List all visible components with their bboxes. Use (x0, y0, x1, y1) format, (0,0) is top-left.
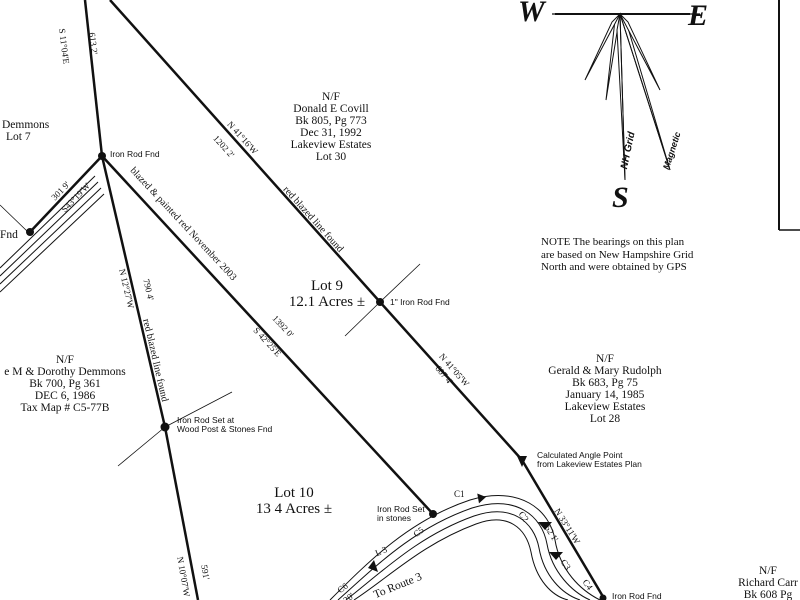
owner-nf: N/F (759, 565, 777, 577)
owner-book: Bk 608 Pg (743, 589, 793, 600)
owner-book: Bk 683, Pg 75 (572, 377, 638, 390)
owner-date: Dec 31, 1992 (300, 127, 362, 140)
road-curves (329, 495, 601, 600)
owner-lot: Lot 28 (589, 413, 621, 426)
owner-carr: N/F Richard Carr Bk 608 Pg (736, 565, 800, 600)
owner-subdivision: Lakeview Estates (564, 401, 646, 414)
iron-rod-marker (599, 594, 607, 600)
left-road (0, 175, 105, 293)
iron-rod-marker (376, 298, 384, 306)
owner-lot: Lot 30 (315, 151, 347, 164)
monument-label: 1" Iron Rod Fnd (390, 297, 450, 307)
lot-name: Lot 9 (310, 278, 344, 294)
owner-demmons: N/F e M & Dorothy Demmons Bk 700, Pg 361… (0, 354, 136, 414)
owner-date: DEC 6, 1986 (34, 390, 96, 403)
boundary-line (100, 155, 167, 428)
bearing-note: NOTE The bearings on this plan are based… (541, 236, 693, 274)
owner-map: Tax Map # C5-77B (20, 402, 110, 415)
monument-label: Iron Rod Fnd (110, 149, 160, 159)
owner-nf: N/F (596, 353, 614, 365)
arrow-marker (517, 456, 527, 467)
boundary-line (101, 155, 434, 515)
monument-label-line: Iron Rod Set (377, 504, 425, 514)
note-line: North and were obtained by GPS (541, 261, 687, 274)
compass-south-label: S (612, 181, 629, 214)
owner-date: January 14, 1985 (565, 389, 645, 402)
monument-label: Fnd (0, 229, 18, 241)
owner-name: Demmons (2, 119, 50, 131)
monument-label: Iron Rod Set in stones (377, 505, 425, 523)
owner-subdivision: Lakeview Estates (290, 139, 372, 152)
monument-label-line: in stones (377, 512, 412, 523)
monument-label: Iron Rod Set at Wood Post & Stones Fnd (177, 416, 272, 434)
arrow-marker (368, 560, 378, 572)
compass-rose (552, 12, 700, 181)
arrow-marker (538, 522, 552, 530)
owner-name: e M & Dorothy Demmons (4, 366, 126, 379)
owner-book: Bk 700, Pg 361 (29, 378, 101, 391)
owner-demmons-lot7: Demmons Lot 7 (2, 119, 49, 143)
owner-covill: N/F Donald E Covill Bk 805, Pg 773 Dec 3… (276, 91, 386, 163)
lot-9-label: Lot 9 12.1 Acres ± (282, 278, 372, 311)
owner-book: Bk 805, Pg 773 (295, 115, 367, 128)
owner-name: Gerald & Mary Rudolph (548, 365, 662, 378)
distance-label: 591' (199, 563, 212, 581)
iron-rod-marker (26, 228, 34, 236)
monument-label: Iron Rod Fnd (612, 591, 662, 600)
monument-label-line: Calculated Angle Point (537, 450, 623, 460)
boundary-line (29, 155, 103, 233)
owner-nf: N/F (322, 91, 340, 103)
arrow-marker (549, 552, 563, 560)
owner-name: Richard Carr (738, 577, 798, 590)
monument-label-line: Wood Post & Stones Fnd (177, 423, 273, 434)
iron-rod-marker (98, 152, 106, 160)
monument-label: Calculated Angle Point from Lakeview Est… (537, 451, 642, 469)
owner-name: Donald E Covill (293, 103, 369, 116)
lot-area: 13 4 Acres ± (255, 500, 333, 517)
owner-rudolph: N/F Gerald & Mary Rudolph Bk 683, Pg 75 … (540, 353, 670, 425)
lot-name: Lot 10 (274, 485, 314, 501)
distance-label: 613 2' (87, 31, 100, 55)
compass-east-label: E (688, 0, 709, 32)
boundary-line (379, 301, 523, 461)
lot-10-label: Lot 10 13 4 Acres ± (248, 485, 340, 518)
iron-rod-marker (429, 510, 437, 518)
boundary-line (520, 459, 607, 600)
note-line: NOTE The bearings on this plan (541, 236, 685, 248)
monument-label-line: from Lakeview Estates Plan (537, 458, 642, 469)
monument-label-line: Iron Rod Set at (177, 415, 235, 425)
boundary-line (163, 426, 200, 600)
lot-area: 12.1 Acres ± (288, 293, 366, 310)
owner-nf: N/F (56, 354, 74, 366)
compass-west-label: W (518, 0, 545, 28)
curve-label: C1 (454, 489, 465, 499)
arrow-marker (477, 493, 486, 504)
note-line: are based on New Hampshire Grid (541, 248, 694, 261)
boundary-line (83, 0, 104, 157)
iron-rod-marker (160, 422, 170, 432)
owner-lot: Lot 7 (6, 131, 31, 144)
leader-lines (0, 204, 421, 467)
boundary-line (109, 0, 381, 303)
